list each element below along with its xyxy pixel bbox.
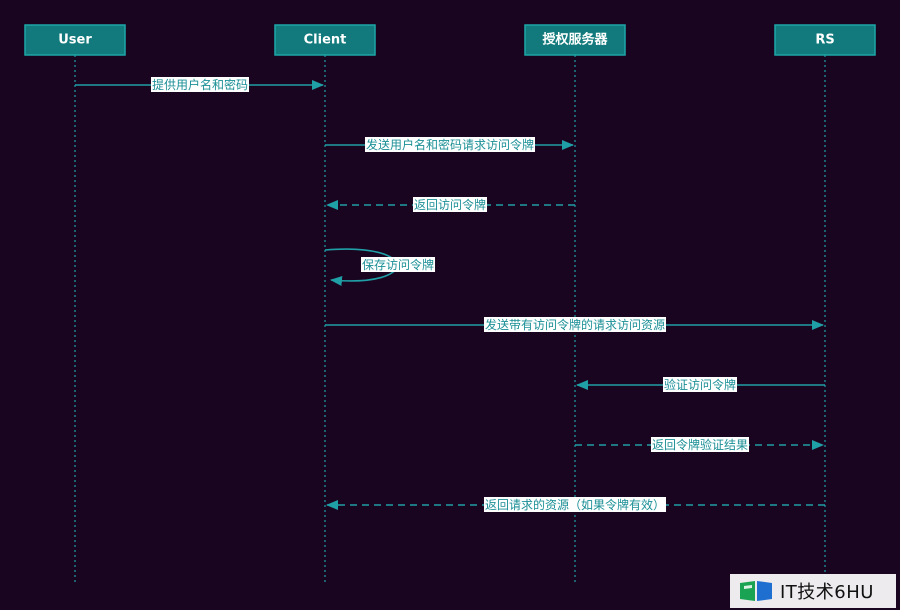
message-label: 发送用户名和密码请求访问令牌 xyxy=(366,137,534,152)
message-label: 验证访问令牌 xyxy=(664,377,736,392)
message-label-bg xyxy=(412,197,488,212)
message-label: 返回请求的资源（如果令牌有效） xyxy=(485,497,665,512)
book-logo-icon xyxy=(740,581,772,601)
message: 返回令牌验证结果 xyxy=(575,437,824,452)
participant-user: User xyxy=(24,24,126,56)
message-label: 返回访问令牌 xyxy=(414,197,486,212)
participant-rs: RS xyxy=(774,24,876,56)
message: 保存访问令牌 xyxy=(324,248,436,286)
message: 发送用户名和密码请求访问令牌 xyxy=(325,137,574,152)
message-label-bg xyxy=(361,257,436,272)
participant-label: RS xyxy=(815,33,834,48)
message: 发送带有访问令牌的请求访问资源 xyxy=(325,317,824,332)
message: 返回访问令牌 xyxy=(326,197,575,212)
participant-box xyxy=(274,24,376,56)
participant-auth: 授权服务器 xyxy=(524,24,626,56)
message-label: 提供用户名和密码 xyxy=(152,77,248,92)
message: 提供用户名和密码 xyxy=(75,77,324,92)
watermark-text: IT技术6HU xyxy=(780,582,874,603)
message-label-bg xyxy=(650,437,750,452)
watermark: IT技术6HU xyxy=(730,574,896,608)
message-label-bg xyxy=(364,137,536,152)
message-label: 保存访问令牌 xyxy=(362,257,434,272)
message: 验证访问令牌 xyxy=(576,377,825,392)
message-label-bg xyxy=(662,377,738,392)
message-label-bg xyxy=(150,77,250,92)
message-label: 发送带有访问令牌的请求访问资源 xyxy=(485,317,665,332)
participant-box xyxy=(24,24,126,56)
participant-label: Client xyxy=(304,33,347,48)
message: 返回请求的资源（如果令牌有效） xyxy=(326,497,825,512)
participant-label: User xyxy=(58,33,92,48)
participant-box xyxy=(774,24,876,56)
message-label-bg xyxy=(483,497,667,512)
message-label-bg xyxy=(483,317,667,332)
participant-box xyxy=(524,24,626,56)
participant-client: Client xyxy=(274,24,376,56)
message-label: 返回令牌验证结果 xyxy=(652,437,748,452)
participant-label: 授权服务器 xyxy=(542,32,608,48)
